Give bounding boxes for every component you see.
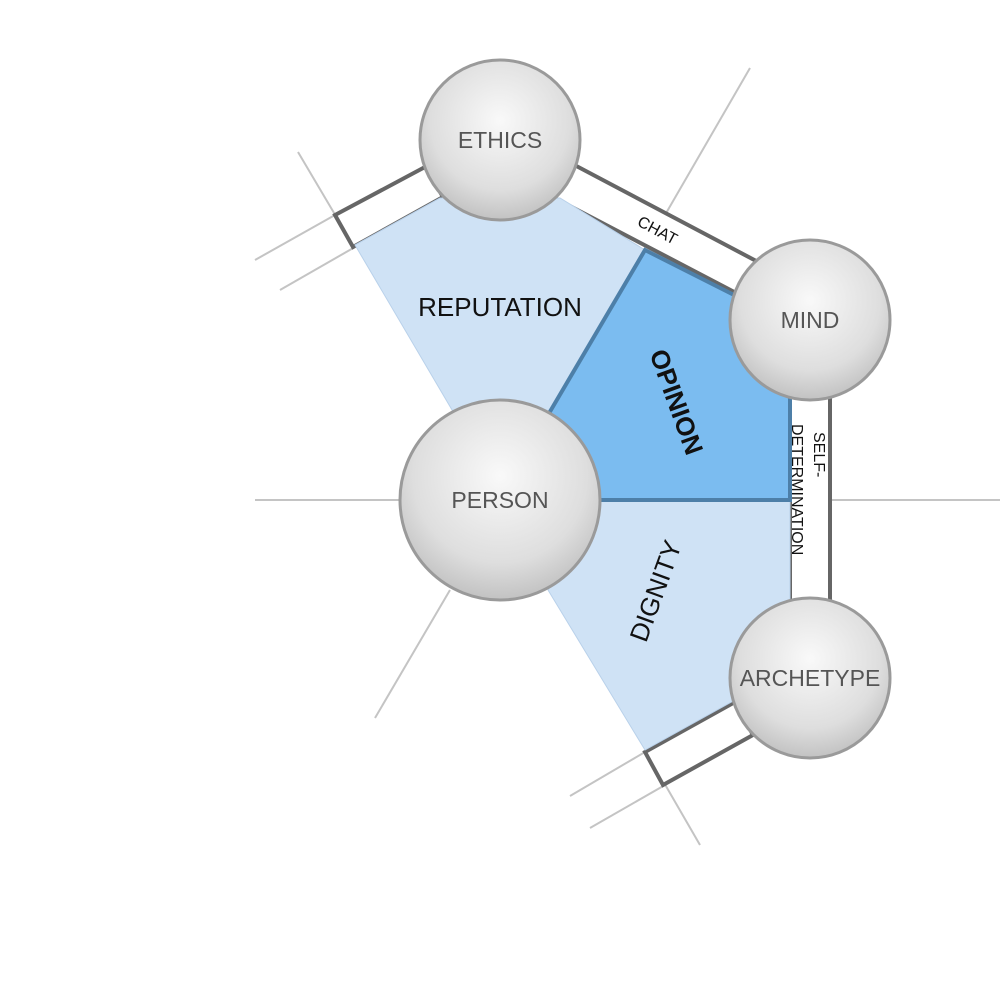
node-mind-label: MIND bbox=[781, 307, 840, 333]
node-mind: MIND bbox=[728, 238, 892, 402]
guide-line-upper-right bbox=[664, 67, 751, 216]
region-opinion-border bbox=[546, 247, 741, 417]
node-ethics-circle bbox=[418, 58, 582, 222]
node-archetype-circle bbox=[728, 596, 892, 760]
guide-lines bbox=[254, 67, 1000, 846]
edge-label-self-determination-line2: DETERMINATION bbox=[788, 424, 805, 555]
guide-line-lower-left bbox=[374, 589, 451, 719]
edge-label-self-determination-line1: SELF- bbox=[810, 432, 827, 477]
node-ethics: ETHICS bbox=[418, 58, 582, 222]
guide-line-ethics-b bbox=[254, 214, 336, 261]
node-archetype-label: ARCHETYPE bbox=[740, 665, 881, 691]
node-person: PERSON bbox=[398, 398, 602, 602]
guide-line-arch-b bbox=[589, 784, 666, 829]
node-person-label: PERSON bbox=[451, 487, 548, 513]
guide-line-ethics-c bbox=[279, 246, 356, 291]
region-opinion-border-bottom bbox=[600, 395, 792, 502]
node-person-circle bbox=[398, 398, 602, 602]
node-mind-circle bbox=[728, 238, 892, 402]
node-ethics-label: ETHICS bbox=[458, 127, 542, 153]
node-archetype: ARCHETYPE bbox=[728, 596, 892, 760]
region-label-reputation: REPUTATION bbox=[418, 292, 582, 322]
guide-line-arch-a bbox=[569, 751, 646, 797]
